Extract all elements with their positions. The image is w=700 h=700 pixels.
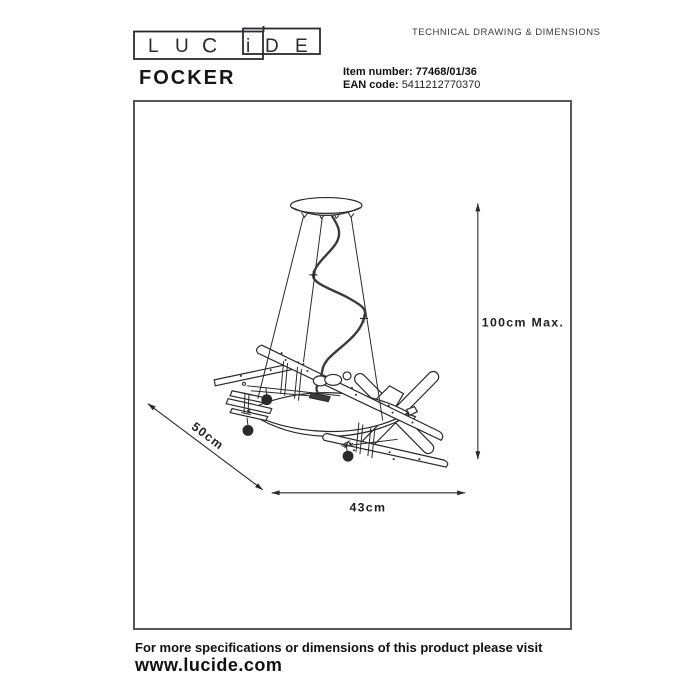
struts <box>242 360 398 459</box>
ean-label: EAN code: <box>343 79 399 91</box>
technical-drawing: 100cm Max. 43cm 50cm <box>147 196 564 515</box>
product-meta: Item number: 77468/01/36 EAN code: 54112… <box>343 66 480 92</box>
power-cable <box>312 215 367 393</box>
engine-fittings <box>308 371 352 403</box>
logo-letter: U <box>175 36 189 57</box>
logo-box-left <box>133 30 264 60</box>
propeller-hub <box>405 405 419 417</box>
drawing-frame: 100cm Max. 43cm 50cm <box>133 100 572 630</box>
upper-wing <box>255 344 444 442</box>
ean-line: EAN code: 5411212770370 <box>343 79 480 92</box>
item-number-label: Item number: <box>343 66 413 78</box>
dimension-height-label: 100cm Max. <box>482 315 564 329</box>
footer-website: www.lucide.com <box>135 655 283 675</box>
ceiling-canopy <box>289 196 363 220</box>
item-number-value: 77468/01/36 <box>415 66 477 78</box>
dimension-width: 43cm <box>271 490 466 515</box>
dimension-width-label: 43cm <box>349 501 386 515</box>
cable-clips <box>309 270 368 323</box>
doc-type-heading: TECHNICAL DRAWING & DIMENSIONS <box>412 27 601 38</box>
logo-letter: C <box>202 35 217 58</box>
logo-letter: i <box>246 36 250 57</box>
dimension-depth-label: 50cm <box>189 419 227 452</box>
logo-letter: D <box>265 36 279 57</box>
logo-letter: L <box>148 36 159 57</box>
wings <box>213 344 449 468</box>
footer-note: For more specifications or dimensions of… <box>135 640 543 655</box>
lower-wing <box>322 432 449 468</box>
logo-boxes <box>133 26 321 60</box>
ean-value: 5411212770370 <box>401 79 481 91</box>
logo-letter: E <box>295 36 308 57</box>
item-number-line: Item number: 77468/01/36 <box>343 66 480 79</box>
logo-box-right <box>242 27 321 55</box>
rivet-dots <box>240 352 421 461</box>
dimension-height: 100cm Max. <box>475 203 564 460</box>
lucide-logo: L U C i D E <box>133 26 321 60</box>
product-name: FOCKER <box>139 67 236 89</box>
